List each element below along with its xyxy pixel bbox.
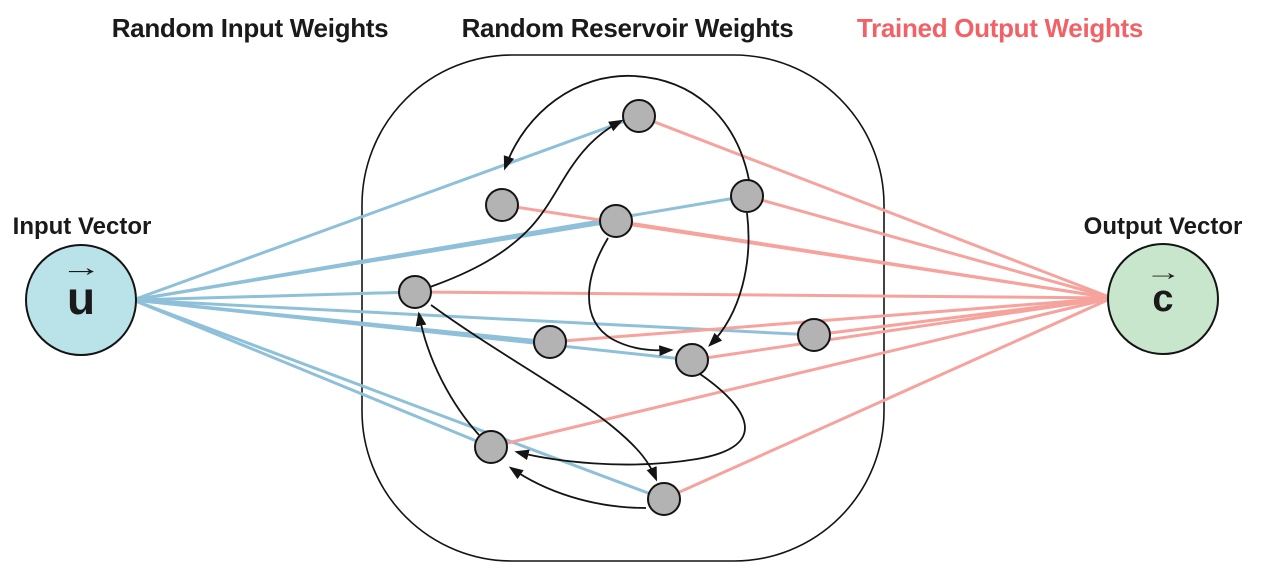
output-weight-line-bottom-left [490, 296, 1113, 449]
output-weight-line-bottom-center [663, 296, 1113, 501]
reservoir-boundary-layer [361, 54, 885, 562]
reservoir-node-right-mid [797, 318, 831, 352]
heading-random-reservoir-weights: Random Reservoir Weights [461, 13, 794, 43]
output-weight-line-top [638, 114, 1113, 300]
reservoir-node-center-mid [533, 325, 567, 359]
reservoir-edge-bottom-center-to-bottom-left [508, 466, 647, 509]
output-weight-line-center-mid [549, 296, 1113, 344]
reservoir-edge-bottom-left-to-mid-left [415, 311, 480, 436]
reservoir-edge-right-upper-to-upper-left [503, 75, 750, 181]
output-weight-line-right-upper [746, 194, 1113, 300]
input-weight-line-mid-left [132, 290, 416, 302]
vector-arrow-icon: → [1144, 259, 1182, 285]
input-weight-lines-layer [132, 114, 815, 501]
input-vector-circle [25, 244, 137, 356]
reservoir-weight-edges-layer [415, 75, 750, 509]
input-weight-line-center [132, 298, 693, 362]
output-weight-line-mid-left [414, 290, 1113, 300]
reservoir-edge-mid-left-to-top [429, 119, 624, 288]
input-weight-line-right-upper [132, 194, 748, 302]
reservoir-node-upper-left [485, 188, 519, 222]
output-vector-circle [1107, 243, 1219, 355]
reservoir-node-bottom-center [647, 482, 681, 516]
reservoir-node-top [622, 99, 656, 133]
output-weight-line-center-upper [615, 219, 1113, 300]
vector-arrow-icon: → [60, 252, 102, 282]
input-vector-letter: u [66, 272, 96, 324]
reservoir-node-center-upper [599, 204, 633, 238]
output-weight-line-right-mid [813, 296, 1113, 337]
input-weight-line-bottom-left [132, 298, 492, 449]
reservoir-node-mid-left [398, 275, 432, 309]
heading-random-input-weights: Random Input Weights [111, 13, 389, 43]
input-weight-line-top [132, 114, 640, 302]
output-vector-label: Output Vector [1083, 213, 1243, 240]
reservoir-edge-center-upper-to-center [588, 237, 674, 357]
input-weight-line-bottom-center [132, 298, 665, 501]
reservoir-nodes-layer [398, 99, 831, 516]
output-weight-lines-layer [414, 114, 1113, 501]
reservoir-boundary [361, 54, 885, 562]
reservoir-edge-right-upper-to-center [708, 212, 750, 347]
reservoir-edge-mid-left-to-bottom-center [430, 304, 658, 482]
output-vector-symbol: → c [1113, 259, 1213, 320]
input-vector-symbol: → u [31, 252, 131, 324]
io-circles-layer [25, 243, 1219, 356]
output-vector-letter: c [1152, 278, 1174, 320]
input-vector-label: Input Vector [12, 213, 152, 240]
reservoir-edge-center-to-bottom-left [514, 373, 746, 466]
reservoir-node-bottom-left [474, 430, 508, 464]
output-weight-line-center [691, 296, 1113, 362]
reservoir-node-center [675, 343, 709, 377]
heading-trained-output-weights: Trained Output Weights [856, 13, 1144, 43]
reservoir-node-right-upper [730, 179, 764, 213]
